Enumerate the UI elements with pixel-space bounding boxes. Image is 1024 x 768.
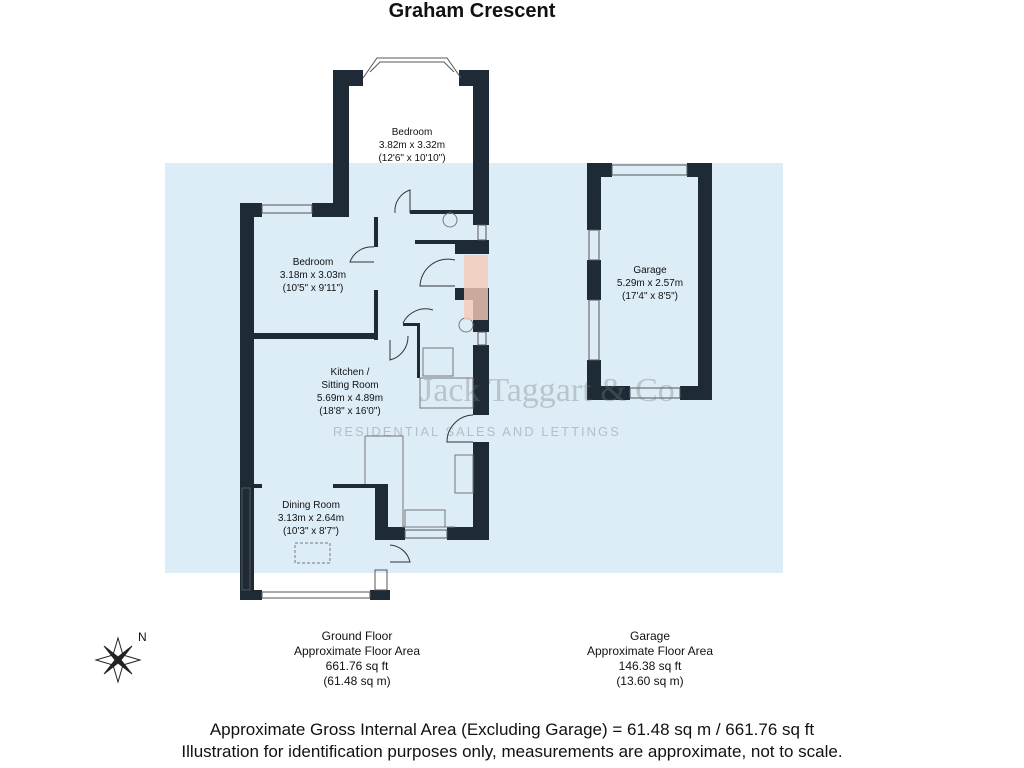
room-metric: 3.18m x 3.03m bbox=[279, 270, 347, 281]
room-name: Garage bbox=[633, 265, 667, 276]
area-name: Ground Floor bbox=[321, 629, 393, 643]
room-metric: 3.13m x 2.64m bbox=[277, 513, 345, 524]
area-sqm: (61.48 sq m) bbox=[323, 674, 391, 688]
watermark-brand: Jack Taggart & Co bbox=[420, 372, 675, 409]
area-sqft: 146.38 sq ft bbox=[618, 659, 682, 673]
compass-icon bbox=[94, 636, 142, 684]
room-name: Sitting Room bbox=[321, 380, 379, 391]
garage-area: Garage Approximate Floor Area 146.38 sq … bbox=[587, 629, 713, 689]
room-name: Kitchen / bbox=[330, 367, 370, 378]
ground-floor-area: Ground Floor Approximate Floor Area 661.… bbox=[294, 629, 420, 689]
disclaimer-note: Illustration for identification purposes… bbox=[181, 742, 843, 761]
room-imperial: (10'3" x 8'7") bbox=[283, 526, 339, 537]
room-label-garage: Garage 5.29m x 2.57m (17'4" x 8'5") bbox=[617, 264, 683, 303]
room-imperial: (17'4" x 8'5") bbox=[622, 291, 678, 302]
pipe-accent bbox=[464, 255, 488, 320]
room-imperial: (12'6" x 10'10") bbox=[378, 153, 446, 164]
room-label-bedroom-1: Bedroom 3.82m x 3.32m (12'6" x 10'10") bbox=[378, 126, 445, 165]
area-label: Approximate Floor Area bbox=[586, 644, 714, 658]
room-name: Bedroom bbox=[292, 257, 334, 268]
compass-north-label: N bbox=[138, 630, 147, 644]
room-label-bedroom-2: Bedroom 3.18m x 3.03m (10'5" x 9'11") bbox=[280, 256, 346, 295]
plan-title: Graham Crescent bbox=[388, 0, 556, 22]
room-name: Bedroom bbox=[391, 127, 433, 138]
room-metric: 3.82m x 3.32m bbox=[378, 140, 446, 151]
room-label-kitchen: Kitchen / Sitting Room 5.69m x 4.89m (18… bbox=[317, 366, 383, 418]
area-label: Approximate Floor Area bbox=[293, 644, 421, 658]
doors bbox=[349, 189, 474, 563]
room-label-dining: Dining Room 3.13m x 2.64m (10'3" x 8'7") bbox=[278, 499, 344, 538]
room-metric: 5.69m x 4.89m bbox=[316, 393, 384, 404]
area-sqm: (13.60 sq m) bbox=[616, 674, 684, 688]
area-name: Garage bbox=[629, 629, 671, 643]
room-metric: 5.29m x 2.57m bbox=[616, 278, 684, 289]
gross-area-note: Approximate Gross Internal Area (Excludi… bbox=[209, 720, 815, 739]
windows bbox=[241, 57, 688, 599]
fixtures bbox=[294, 212, 474, 564]
room-imperial: (18'8" x 16'0") bbox=[319, 406, 381, 417]
area-sqft: 661.76 sq ft bbox=[325, 659, 389, 673]
room-imperial: (10'5" x 9'11") bbox=[282, 283, 344, 294]
watermark-tagline: RESIDENTIAL SALES AND LETTINGS bbox=[333, 424, 621, 439]
room-name: Dining Room bbox=[282, 500, 340, 511]
